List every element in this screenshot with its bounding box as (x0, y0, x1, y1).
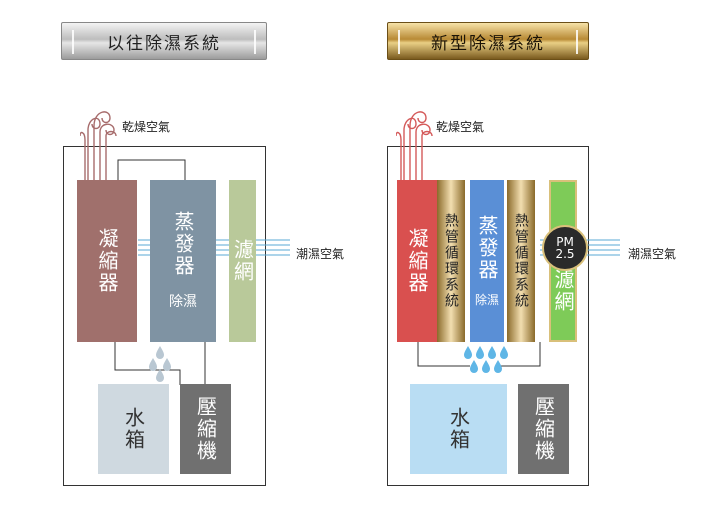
new-water-drop-icon (464, 346, 508, 373)
new-dry-air-label: 乾燥空氣 (436, 120, 485, 134)
old-water-tank: 水箱 (98, 384, 169, 474)
new-heat-pipe-left-label: 熱管循環系統 (443, 213, 459, 309)
banner-bar (72, 30, 74, 54)
pm25-badge-line1: PM (556, 235, 574, 249)
new-compressor-label: 壓縮機 (531, 396, 556, 462)
new-heat-pipe-right: 熱管循環系統 (507, 180, 535, 342)
new-system-title: 新型除濕系統 (431, 33, 545, 54)
new-condenser-label: 凝縮器 (405, 228, 429, 294)
pm25-badge-icon: PM 2.5 (542, 225, 588, 271)
old-compressor: 壓縮機 (180, 384, 231, 474)
banner-bar (254, 30, 256, 54)
new-dehumidify-label: 除濕 (474, 292, 499, 307)
new-filter-label: 濾網 (551, 269, 575, 313)
old-water-drop-icon (149, 346, 171, 382)
pm25-badge-line2: 2.5 (555, 247, 575, 261)
new-water-tank: 水箱 (410, 384, 507, 474)
old-system-title-banner: 以往除濕系統 (61, 22, 267, 60)
old-water-tank-label: 水箱 (121, 407, 146, 451)
banner-bar (398, 30, 400, 54)
new-humid-air-label: 潮濕空氣 (628, 247, 677, 261)
old-system-title: 以往除濕系統 (107, 33, 221, 54)
banner-bar (576, 30, 578, 54)
old-dry-air-curl-icon (80, 111, 117, 180)
old-filter-label: 濾網 (230, 239, 255, 283)
new-evaporator: 蒸發器 除濕 (470, 180, 504, 342)
old-humid-air-label: 潮濕空氣 (296, 247, 345, 261)
new-heat-pipe-left: 熱管循環系統 (437, 180, 465, 342)
new-evaporator-label: 蒸發器 (475, 214, 499, 281)
old-condenser: 凝縮器 (77, 180, 137, 342)
new-water-tank-label: 水箱 (446, 407, 471, 451)
new-system-title-banner: 新型除濕系統 (387, 22, 589, 60)
old-evaporator: 蒸發器 除濕 (150, 180, 216, 342)
old-evaporator-label: 蒸發器 (171, 211, 195, 277)
old-condenser-label: 凝縮器 (95, 228, 119, 294)
new-condenser: 凝縮器 (397, 180, 437, 342)
old-compressor-label: 壓縮機 (193, 396, 218, 462)
new-heat-pipe-right-label: 熱管循環系統 (513, 213, 529, 309)
new-dry-air-curl-icon (396, 111, 433, 180)
new-compressor: 壓縮機 (518, 384, 569, 474)
old-dry-air-label: 乾燥空氣 (122, 120, 171, 134)
old-dehumidify-label: 除濕 (169, 294, 197, 310)
old-filter: 濾網 (229, 180, 256, 342)
